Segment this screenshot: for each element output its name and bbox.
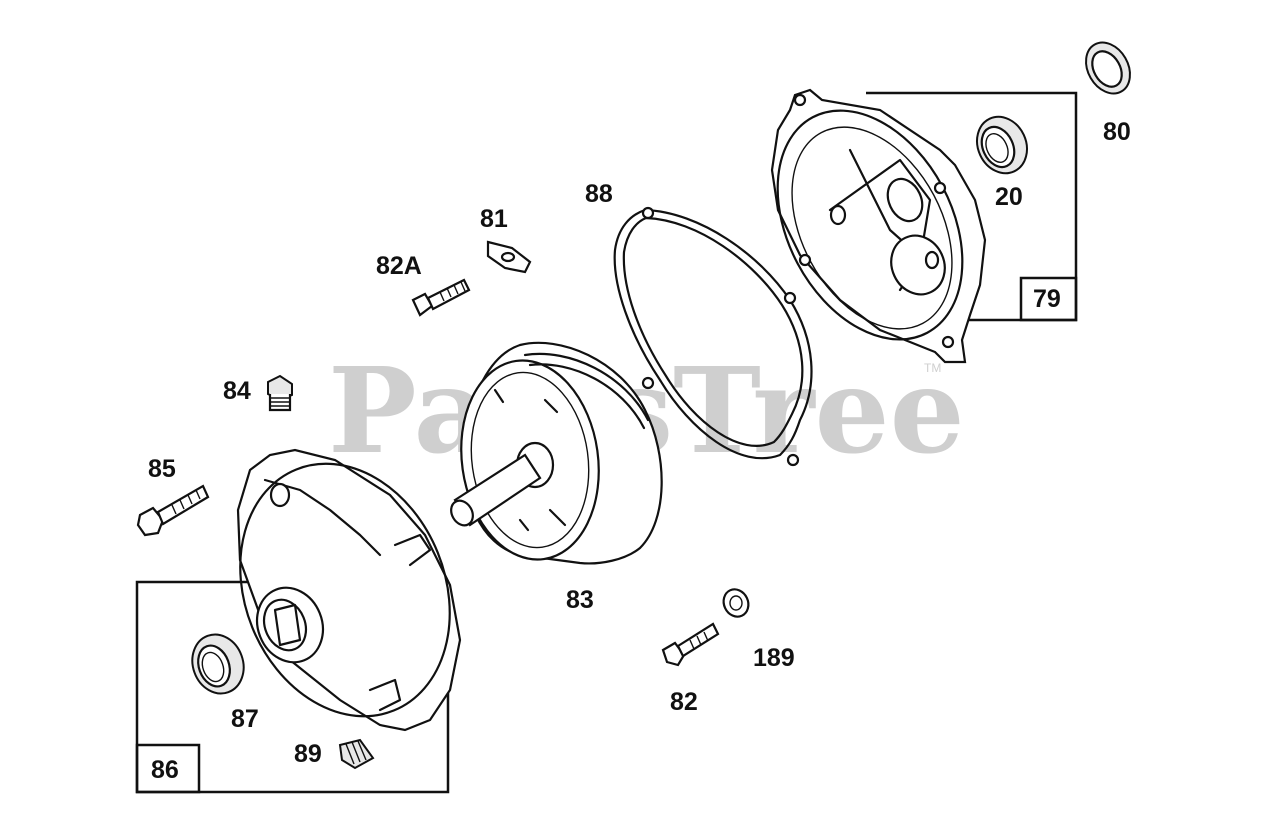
part-84-plug[interactable]	[267, 374, 293, 412]
label-80[interactable]: 80	[1103, 118, 1131, 146]
part-83-drum[interactable]	[447, 341, 663, 569]
label-20[interactable]: 20	[995, 183, 1023, 211]
part-88-gasket[interactable]	[613, 206, 813, 467]
kit-box-79[interactable]: 79	[866, 91, 1078, 322]
label-87[interactable]: 87	[231, 705, 259, 733]
kit-box-79-label: 79	[1033, 285, 1061, 313]
part-86-cover[interactable]	[204, 432, 487, 748]
kit-box-86-label: 86	[151, 756, 179, 784]
label-85[interactable]: 85	[148, 455, 176, 483]
part-80-washer[interactable]	[1077, 35, 1139, 102]
label-88[interactable]: 88	[585, 180, 613, 208]
part-82-bolt[interactable]	[661, 622, 720, 667]
part-82a-bolt[interactable]	[411, 278, 471, 317]
part-81-lock-tab[interactable]	[486, 240, 532, 274]
part-79-housing[interactable]	[740, 79, 999, 371]
part-85-bolt[interactable]	[136, 484, 210, 537]
watermark-trademark: TM	[924, 361, 941, 375]
part-89-set-screw[interactable]	[338, 738, 375, 770]
part-87-seal[interactable]	[184, 627, 252, 700]
kit-box-86[interactable]: 86	[135, 580, 450, 794]
label-82[interactable]: 82	[670, 688, 698, 716]
label-82a[interactable]: 82A	[376, 252, 422, 280]
label-189[interactable]: 189	[753, 644, 795, 672]
label-83[interactable]: 83	[566, 586, 594, 614]
part-189-lock-washer[interactable]	[719, 585, 753, 621]
part-20-seal[interactable]	[968, 109, 1036, 182]
label-89[interactable]: 89	[294, 740, 322, 768]
label-84[interactable]: 84	[223, 377, 251, 405]
label-81[interactable]: 81	[480, 205, 508, 233]
